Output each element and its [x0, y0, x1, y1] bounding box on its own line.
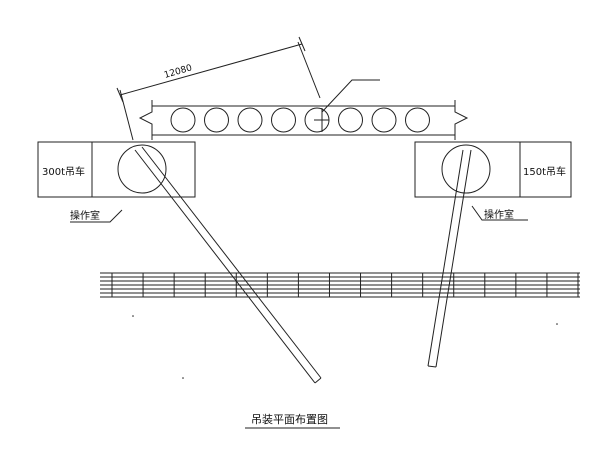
beam-break-left [138, 100, 153, 140]
beam-hole [405, 107, 430, 133]
stray-dot [556, 323, 558, 325]
right-crane-body [414, 141, 572, 198]
left-crane [37, 141, 322, 384]
left-boom-tip [314, 377, 322, 384]
right-operator-label: 操作室 [484, 208, 514, 221]
left-operator-leader [70, 209, 123, 223]
beam-hole [170, 107, 196, 133]
beam-leader [321, 79, 380, 113]
right-crane [414, 141, 572, 368]
rail-track [100, 272, 580, 298]
beam-holes [170, 107, 430, 133]
left-operator-label: 操作室 [70, 209, 100, 222]
stray-dot [182, 377, 184, 379]
right-boom-tip [427, 365, 437, 368]
left-crane-turntable [117, 144, 167, 194]
right-crane-label: 150t吊车 [523, 165, 566, 178]
beam-hole [204, 107, 229, 133]
dim-ext-right [297, 41, 321, 99]
diagram-caption: 吊装平面布置图 [251, 413, 328, 426]
right-boom-edge-b [435, 149, 472, 368]
beam-hole [237, 107, 263, 133]
slab-beam [138, 100, 469, 140]
beam-hole [371, 107, 397, 133]
stray-dot [132, 315, 134, 317]
left-crane-label: 300t吊车 [42, 165, 85, 178]
beam-hole [271, 107, 296, 133]
dimension-line [116, 36, 321, 141]
left-crane-body [37, 141, 196, 198]
right-crane-turntable [441, 144, 491, 194]
rail-ties [111, 273, 579, 297]
dim-ext-left [119, 89, 134, 141]
left-boom-edge-b [141, 146, 322, 379]
beam-hole [338, 107, 363, 133]
right-operator-leader [471, 205, 528, 221]
left-boom-edge-a [134, 149, 316, 384]
right-boom-edge-a [427, 149, 464, 367]
beam-break-right [454, 100, 469, 140]
